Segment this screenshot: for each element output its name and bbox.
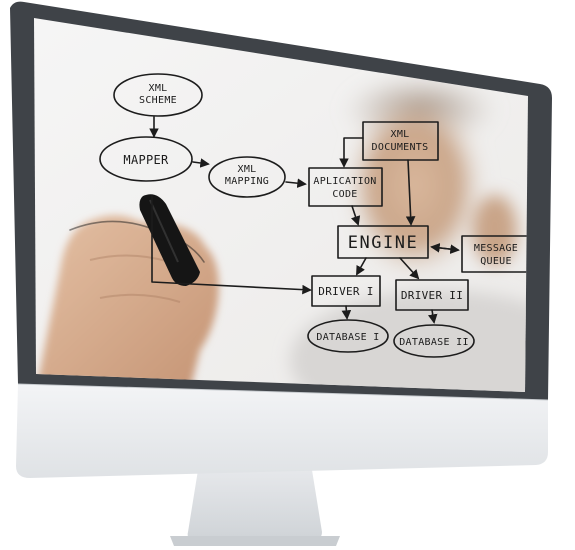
node-xml-mapping	[208, 156, 286, 198]
hand-with-marker	[36, 194, 219, 390]
node-mapper	[99, 136, 193, 182]
node-engine	[337, 225, 429, 259]
node-application-code-line-1: APLICATION	[313, 176, 376, 187]
screen: XML SCHEME MAPPER XML MAPPING XML DOCUME…	[34, 18, 528, 392]
node-database-2	[393, 324, 475, 358]
node-message-queue-line-1: MESSAGE	[474, 243, 518, 254]
node-engine-label: ENGINE	[348, 233, 418, 253]
node-database-1	[307, 319, 389, 353]
node-xml-documents	[362, 121, 439, 161]
node-mapper-label: MAPPER	[123, 153, 169, 167]
node-xml-scheme	[113, 73, 203, 117]
node-xml-scheme-line-2: SCHEME	[139, 95, 177, 106]
monitor-chin	[16, 384, 548, 478]
node-database-1-label: DATABASE I	[316, 332, 379, 343]
node-message-queue-line-2: QUEUE	[480, 256, 512, 267]
blurred-person-photo	[290, 72, 528, 392]
node-message-queue	[461, 235, 528, 273]
node-xml-mapping-line-2: MAPPING	[225, 176, 269, 187]
node-driver-2-label: DRIVER II	[401, 289, 463, 302]
architecture-diagram: XML SCHEME MAPPER XML MAPPING XML DOCUME…	[99, 73, 528, 358]
node-application-code-line-2: CODE	[332, 189, 357, 200]
node-xml-documents-line-2: DOCUMENTS	[372, 142, 429, 153]
node-xml-mapping-line-1: XML	[238, 164, 257, 175]
node-driver-1-label: DRIVER I	[318, 285, 373, 298]
node-xml-scheme-line-1: XML	[149, 83, 168, 94]
monitor-stand	[187, 470, 322, 540]
node-application-code	[308, 167, 383, 207]
node-xml-documents-line-1: XML	[391, 129, 410, 140]
node-database-2-label: DATABASE II	[399, 337, 469, 348]
